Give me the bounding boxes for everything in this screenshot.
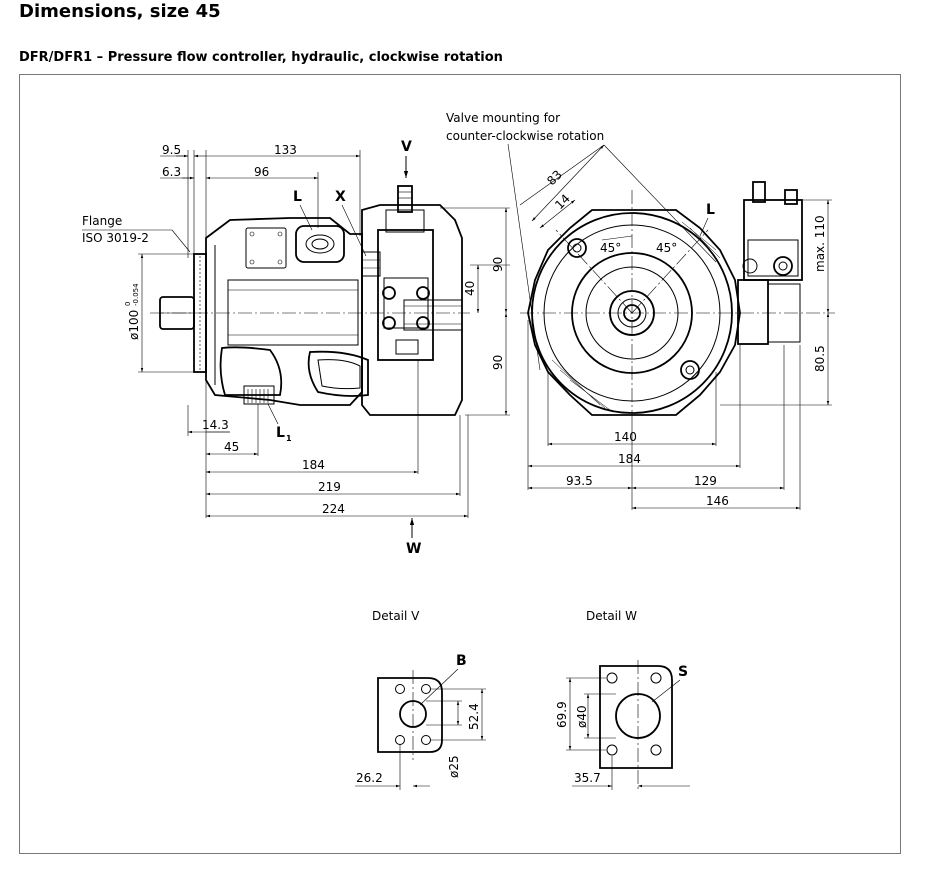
valve-mounting-note-line2: counter-clockwise rotation [446, 129, 604, 143]
side-view: 9.5 133 6.3 96 Flange ISO 3019-2 ø100 0 … [82, 139, 510, 557]
dim-83: 83 [544, 167, 565, 188]
dim-max-110: max. 110 [813, 215, 827, 272]
port-l-front-label: L [706, 202, 715, 218]
dim-146: 146 [706, 494, 729, 508]
dim-69-9: 69.9 [555, 701, 569, 728]
view-w-label: W [406, 541, 421, 557]
dim-90-upper: 90 [491, 257, 505, 272]
dim-26-2: 26.2 [356, 771, 383, 785]
detail-w: Detail W S 69.9 ø40 35.7 [555, 609, 690, 790]
front-view: 45° 45° 83 14 Valve mounting for counter… [446, 111, 835, 510]
angle-45-left: 45° [600, 241, 621, 255]
dim-dia-100: ø100 [127, 310, 141, 340]
page-title: Dimensions, size 45 [19, 1, 221, 22]
dim-93-5: 93.5 [566, 474, 593, 488]
dim-dia-100-tol-lower: -0.054 [132, 283, 140, 306]
dim-35-7: 35.7 [574, 771, 601, 785]
dim-14-3: 14.3 [202, 418, 229, 432]
dim-224: 224 [322, 502, 345, 516]
dim-80-5: 80.5 [813, 345, 827, 372]
valve-mounting-note-line1: Valve mounting for [446, 111, 560, 125]
port-b-label: B [456, 653, 467, 669]
port-s-label: S [678, 664, 688, 680]
dim-52-4: 52.4 [467, 703, 481, 730]
dim-40: 40 [463, 281, 477, 296]
port-l1-subscript: 1 [286, 434, 292, 443]
port-l1-label: L [276, 425, 285, 441]
flange-label: Flange [82, 214, 122, 228]
dim-9-5: 9.5 [162, 143, 181, 157]
dim-14: 14 [552, 191, 573, 212]
dim-184-front: 184 [618, 452, 641, 466]
detail-v-title: Detail V [372, 609, 420, 623]
detail-w-title: Detail W [586, 609, 637, 623]
dim-96: 96 [254, 165, 269, 179]
detail-v: Detail V B 52.4 ø25 26.2 [355, 609, 486, 790]
dim-219: 219 [318, 480, 341, 494]
dim-133: 133 [274, 143, 297, 157]
angle-45-right: 45° [656, 241, 677, 255]
port-l-label: L [293, 189, 302, 205]
dim-dia-25: ø25 [447, 755, 461, 778]
port-x-label: X [335, 189, 346, 205]
drawing-subtitle: DFR/DFR1 – Pressure flow controller, hyd… [19, 50, 503, 65]
flange-standard-label: ISO 3019-2 [82, 231, 149, 245]
dim-45: 45 [224, 440, 239, 454]
dim-dia-100-tol-upper: 0 [124, 302, 132, 306]
dim-90-lower: 90 [491, 355, 505, 370]
dim-184: 184 [302, 458, 325, 472]
dim-dia-40: ø40 [575, 705, 589, 728]
view-v-label: V [401, 139, 412, 155]
drawing-frame [19, 74, 901, 854]
dim-140: 140 [614, 430, 637, 444]
dim-129: 129 [694, 474, 717, 488]
dim-6-3: 6.3 [162, 165, 181, 179]
